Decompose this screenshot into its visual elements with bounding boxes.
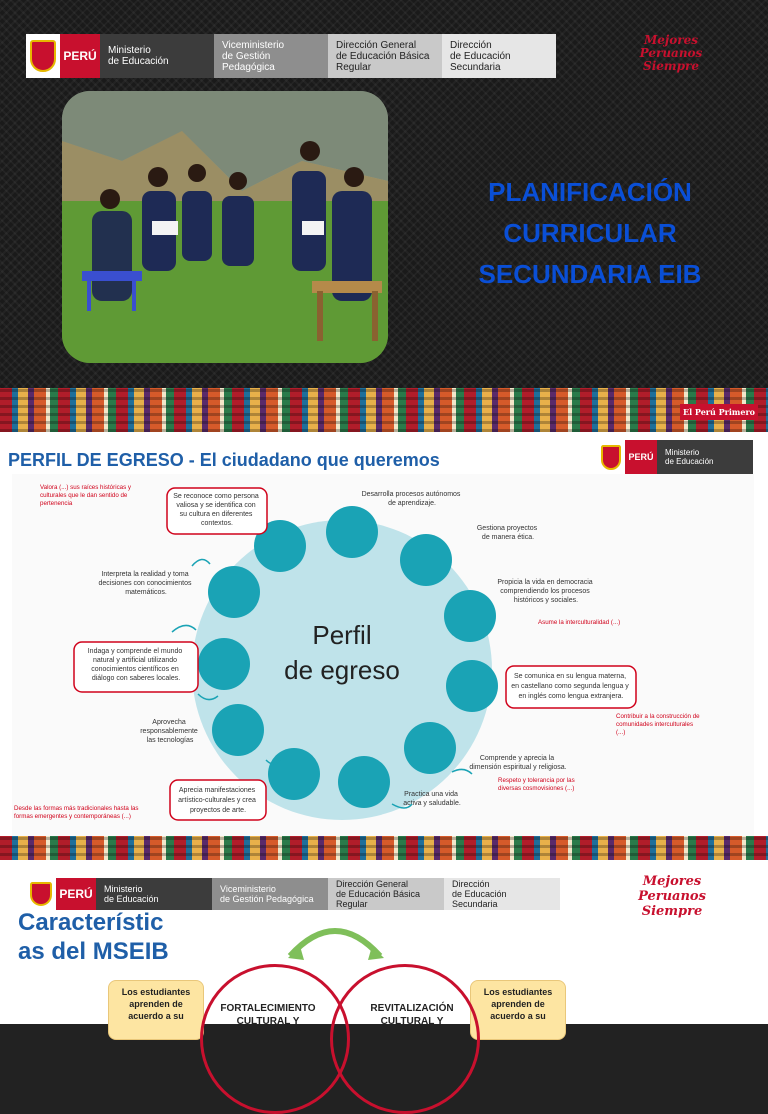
photo-circle bbox=[338, 756, 390, 808]
note-contribuye: Contribuir a la construcción de comunida… bbox=[616, 713, 701, 736]
revitalizacion-label: REVITALIZACIÓN CULTURAL Y bbox=[370, 1003, 454, 1027]
coat-of-arms-icon bbox=[597, 440, 625, 474]
peru-label: PERÚ bbox=[56, 878, 96, 910]
photo-circle bbox=[404, 722, 456, 774]
ministerio-label: Ministerio de Educación bbox=[657, 440, 753, 474]
fortalecimiento-label: FORTALECIMIENTO CULTURAL Y bbox=[220, 1003, 316, 1027]
ministerio-label: Ministerio de Educación bbox=[100, 34, 214, 78]
item-proyectos: Gestiona proyectos de manera ética. bbox=[477, 525, 539, 541]
photo-circle bbox=[208, 566, 260, 618]
mejores-peruanos-logo: Mejores Peruanos Siempre bbox=[639, 33, 703, 73]
perfil-diagram: Perfil de egreso Se reconoce como person… bbox=[12, 474, 754, 836]
direccion-label: Dirección de Educación Secundaria bbox=[444, 878, 560, 910]
arrow-icon bbox=[451, 768, 473, 775]
note-box-indaga bbox=[73, 641, 199, 693]
note-box-comunica bbox=[505, 665, 637, 709]
viceministerio-label: Viceministerio de Gestión Pedagógica bbox=[212, 878, 328, 910]
note-desde: Desde las formas más tradicionales hasta… bbox=[14, 805, 140, 820]
left-info-box: Los estudiantes aprenden de acuerdo a su bbox=[108, 980, 204, 1040]
center-line-2: de egreso bbox=[284, 655, 400, 685]
item-matematicos: Interpreta la realidad y toma decisiones… bbox=[99, 571, 194, 596]
photo-circle bbox=[198, 638, 250, 690]
mejores-peruanos-logo: Mejores Peruanos Siempre bbox=[638, 874, 706, 919]
direccion-general-label: Dirección General de Educación Básica Re… bbox=[328, 34, 442, 78]
photo-circle bbox=[444, 590, 496, 642]
textile-band: El Perú Primero bbox=[0, 388, 768, 432]
photo-circle bbox=[400, 534, 452, 586]
arrow-icon bbox=[197, 693, 219, 701]
item-identity: Se reconoce como persona valiosa y se id… bbox=[173, 493, 261, 527]
photo-circle bbox=[254, 520, 306, 572]
minedu-logo: PERÚ Ministerio de Educación bbox=[597, 440, 753, 474]
item-autonomos: Desarrolla procesos autónomos de aprendi… bbox=[362, 491, 463, 507]
direccion-general-label: Dirección General de Educación Básica Re… bbox=[328, 878, 444, 910]
slide-caracteristicas: PERÚ Ministerio de Educación Viceministe… bbox=[0, 860, 768, 1114]
ministry-logo-bar: PERÚ Ministerio de Educación Viceministe… bbox=[26, 878, 560, 910]
item-espiritual: Comprende y aprecia la dimensión espirit… bbox=[469, 755, 566, 771]
item-indaga: Indaga y comprende el mundo natural y ar… bbox=[88, 648, 185, 682]
photo-circle bbox=[326, 506, 378, 558]
ministry-logo-bar: PERÚ Ministerio de Educación Viceministe… bbox=[26, 34, 556, 78]
peru-primero-badge: El Perú Primero bbox=[680, 404, 758, 420]
photo-circle bbox=[446, 660, 498, 712]
note-asume: Asume la interculturalidad (...) bbox=[538, 619, 620, 626]
item-tecnologias: Aprovecha responsablemente las tecnologí… bbox=[140, 719, 200, 744]
item-saludable: Practica una vida activa y saludable. bbox=[403, 791, 461, 807]
cycle-arrow-icon bbox=[287, 928, 384, 960]
arrow-icon bbox=[191, 558, 211, 567]
note-box-arte bbox=[169, 779, 267, 821]
item-comunica: Se comunica en su lengua materna, en cas… bbox=[511, 673, 630, 700]
viceministerio-label: Viceministerio de Gestión Pedagógica bbox=[214, 34, 328, 78]
note-box-identity bbox=[166, 487, 268, 535]
photo-circle bbox=[268, 748, 320, 800]
item-arte: Aprecia manifestaciones artístico-cultur… bbox=[178, 787, 258, 814]
photo-circle bbox=[212, 704, 264, 756]
students-photo bbox=[62, 91, 388, 363]
ring-right bbox=[330, 964, 480, 1114]
slide-cover: PERÚ Ministerio de Educación Viceministe… bbox=[0, 0, 768, 432]
caracteristicas-title: Característic as del MSEIB bbox=[18, 909, 169, 965]
item-democracia: Propicia la vida en democracia comprendi… bbox=[497, 579, 594, 604]
peru-label: PERÚ bbox=[625, 440, 657, 474]
students-illustration bbox=[62, 91, 388, 363]
ring-left bbox=[200, 964, 350, 1114]
peru-label: PERÚ bbox=[60, 34, 100, 78]
ministerio-label: Ministerio de Educación bbox=[96, 878, 212, 910]
note-valora: Valora (...) sus raíces históricas y cul… bbox=[40, 484, 133, 507]
coat-of-arms-icon bbox=[26, 878, 56, 910]
arrow-icon bbox=[391, 803, 413, 809]
cover-title: PLANIFICACIÓN CURRICULAR SECUNDARIA EIB bbox=[478, 177, 702, 289]
note-respeto: Respeto y tolerancia por las diversas co… bbox=[498, 777, 576, 792]
arrow-icon bbox=[265, 759, 281, 765]
direccion-label: Dirección de Educación Secundaria bbox=[442, 34, 556, 78]
perfil-title: PERFIL DE EGRESO - El ciudadano que quer… bbox=[8, 450, 440, 470]
center-line-1: Perfil bbox=[312, 620, 371, 650]
slide-perfil-egreso: PERFIL DE EGRESO - El ciudadano que quer… bbox=[0, 432, 768, 836]
arrow-icon bbox=[171, 624, 197, 633]
right-info-box: Los estudiantes aprenden de acuerdo a su bbox=[470, 980, 566, 1040]
coat-of-arms-icon bbox=[26, 34, 60, 78]
